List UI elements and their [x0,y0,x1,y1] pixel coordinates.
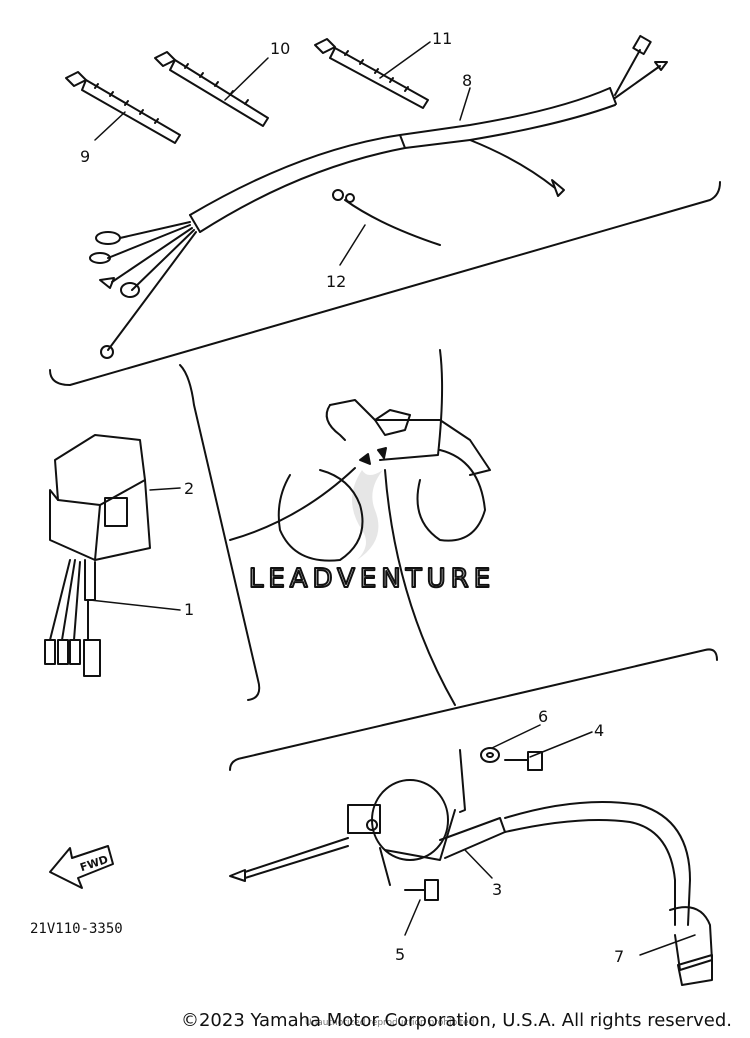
callout-6: 6 [538,707,548,726]
callout-10: 10 [270,39,290,58]
callout-11: 11 [432,29,452,48]
callout-4: 4 [594,721,604,740]
plug-cap [669,906,713,986]
callout-7: 7 [614,947,624,966]
callout-1: 1 [184,600,194,619]
leader-lines [89,41,696,956]
watermark: LEADVENTURE [248,470,495,595]
cable-tie-10 [154,51,269,127]
callout-8: 8 [462,71,472,90]
ground-lead [332,189,441,246]
ignition-coil [229,749,691,926]
footer-sub-text: Unauthorized reproduction prohibited [305,1018,475,1028]
copyright-notice: ©2023 Yamaha Motor Corporation, U.S.A. A… [180,1010,732,1031]
washer [480,747,500,763]
callout-3: 3 [492,880,502,899]
section-dividers [49,181,721,771]
callouts: 1 2 3 4 5 6 7 8 9 10 11 12 [80,29,624,966]
callout-12: 12 [326,272,346,291]
cdi-unit [44,434,151,677]
callout-2: 2 [184,479,194,498]
callout-5: 5 [395,945,405,964]
drawing-code: 21V110-3350 [30,921,123,937]
bolt-5 [404,879,439,901]
watermark-text: LEADVENTURE [249,564,495,594]
vehicle-outline [229,349,491,706]
bolt-4 [504,751,543,771]
cable-tie-9 [65,71,181,144]
callout-9: 9 [80,147,90,166]
wire-harness [89,34,668,359]
cable-tie-11 [314,38,429,109]
fwd-arrow-icon: FWD [49,845,114,889]
